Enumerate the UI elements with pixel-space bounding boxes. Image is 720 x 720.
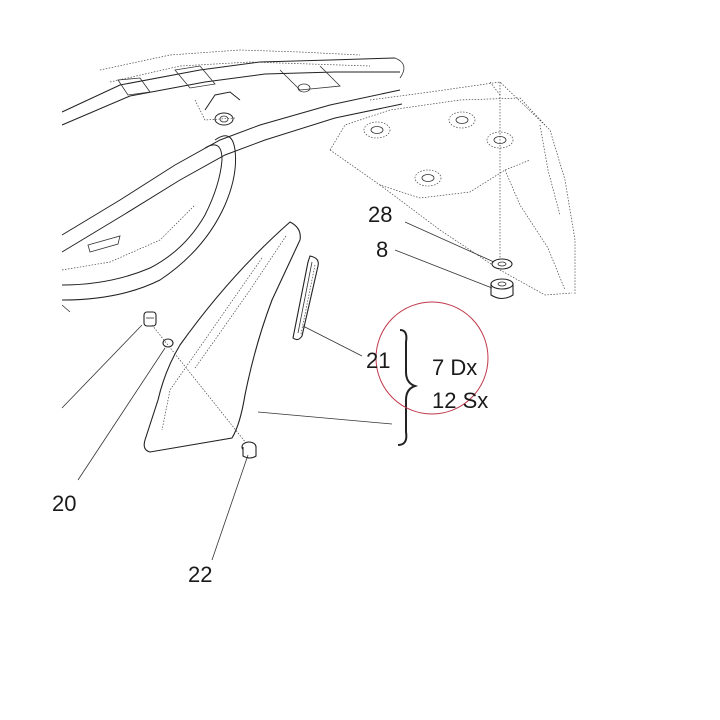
leader-lines xyxy=(61,221,495,561)
decal-strip-21 xyxy=(292,255,319,341)
nut-8 xyxy=(490,278,514,300)
highlight-circle xyxy=(375,301,489,415)
callout-21: 21 xyxy=(366,348,390,373)
mounting-plate xyxy=(329,81,576,296)
callout-28: 28 xyxy=(368,202,392,227)
washer-28 xyxy=(491,258,513,270)
callout-8: 8 xyxy=(376,237,388,262)
side-cover-panel xyxy=(143,221,301,453)
callout-12-sx: 12 Sx xyxy=(432,388,488,413)
screw-20 xyxy=(143,311,251,449)
callout-20: 20 xyxy=(52,491,76,516)
frame-assembly xyxy=(61,49,405,313)
screw-22 xyxy=(241,441,257,459)
callout-7-dx: 7 Dx xyxy=(432,355,477,380)
callout-22: 22 xyxy=(188,562,212,587)
grouping-bracket xyxy=(397,329,419,446)
